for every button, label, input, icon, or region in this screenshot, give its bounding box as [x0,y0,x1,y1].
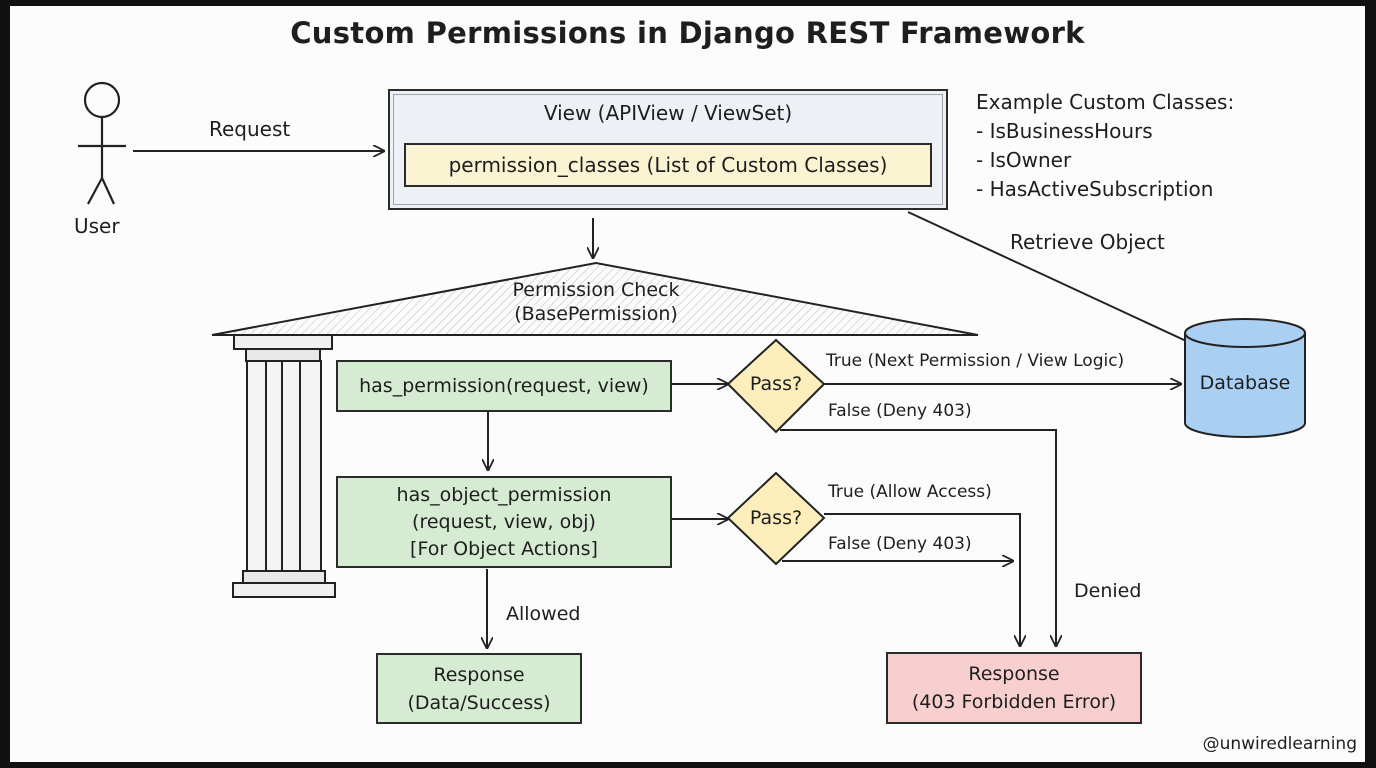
true-next-label: True (Next Permission / View Logic) [826,351,1125,371]
has-object-permission-line1: has_object_permission [396,483,612,506]
watermark: @unwiredlearning [1202,734,1357,754]
user-label: User [74,214,120,238]
response-success-box: Response (Data/Success) [376,653,582,724]
diagram-canvas: Custom Permissions in Django REST Framew… [10,6,1365,762]
response-success-line2: (Data/Success) [407,691,551,714]
database-label: Database [1199,372,1291,394]
retrieve-object-arrow [907,211,1197,346]
false-deny-label-2: False (Deny 403) [828,534,972,554]
has-object-permission-line2: (request, view, obj) [412,510,596,533]
pass-diamond-2 [726,471,826,566]
example-item: - IsBusinessHours [976,119,1153,143]
true-allow-arrow [824,513,1020,646]
permission-classes-box: permission_classes (List of Custom Class… [404,143,932,187]
response-error-box: Response (403 Forbidden Error) [886,652,1142,724]
permission-check-line2: (BasePermission) [514,303,678,325]
has-object-permission-box: has_object_permission (request, view, ob… [336,476,672,568]
allowed-label: Allowed [506,603,581,625]
false-deny-arrow-1 [780,429,1056,646]
has-object-permission-line3: [For Object Actions] [410,537,598,560]
example-heading: Example Custom Classes: [976,90,1235,114]
database-icon [1184,318,1306,438]
retrieve-object-label: Retrieve Object [1010,230,1165,254]
permission-check-label: Permission Check (BasePermission) [476,278,716,326]
permission-column-icon [232,334,336,598]
user-icon [78,81,126,205]
pass-label-1: Pass? [749,373,803,395]
permission-check-line1: Permission Check [512,279,680,301]
denied-label: Denied [1074,580,1142,602]
false-deny-label-1: False (Deny 403) [828,401,972,421]
permission-check-pediment [211,261,979,336]
request-label: Request [209,117,291,141]
response-error-line2: (403 Forbidden Error) [911,691,1117,713]
view-title: View (APIView / ViewSet) [543,101,793,125]
page-title: Custom Permissions in Django REST Framew… [290,16,1085,50]
example-item: - HasActiveSubscription [976,177,1214,201]
true-allow-label: True (Allow Access) [828,482,992,502]
pass-label-2: Pass? [749,507,803,529]
example-item: - IsOwner [976,148,1072,172]
view-box: View (APIView / ViewSet) permission_clas… [388,89,948,210]
pass-diamond-1 [726,338,826,434]
diagram-connectors [78,81,1306,762]
response-success-line1: Response [433,663,525,686]
response-error-line1: Response [968,663,1060,685]
has-permission-box: has_permission(request, view) [336,360,672,412]
example-classes-list: Example Custom Classes: - IsBusinessHour… [976,88,1234,204]
